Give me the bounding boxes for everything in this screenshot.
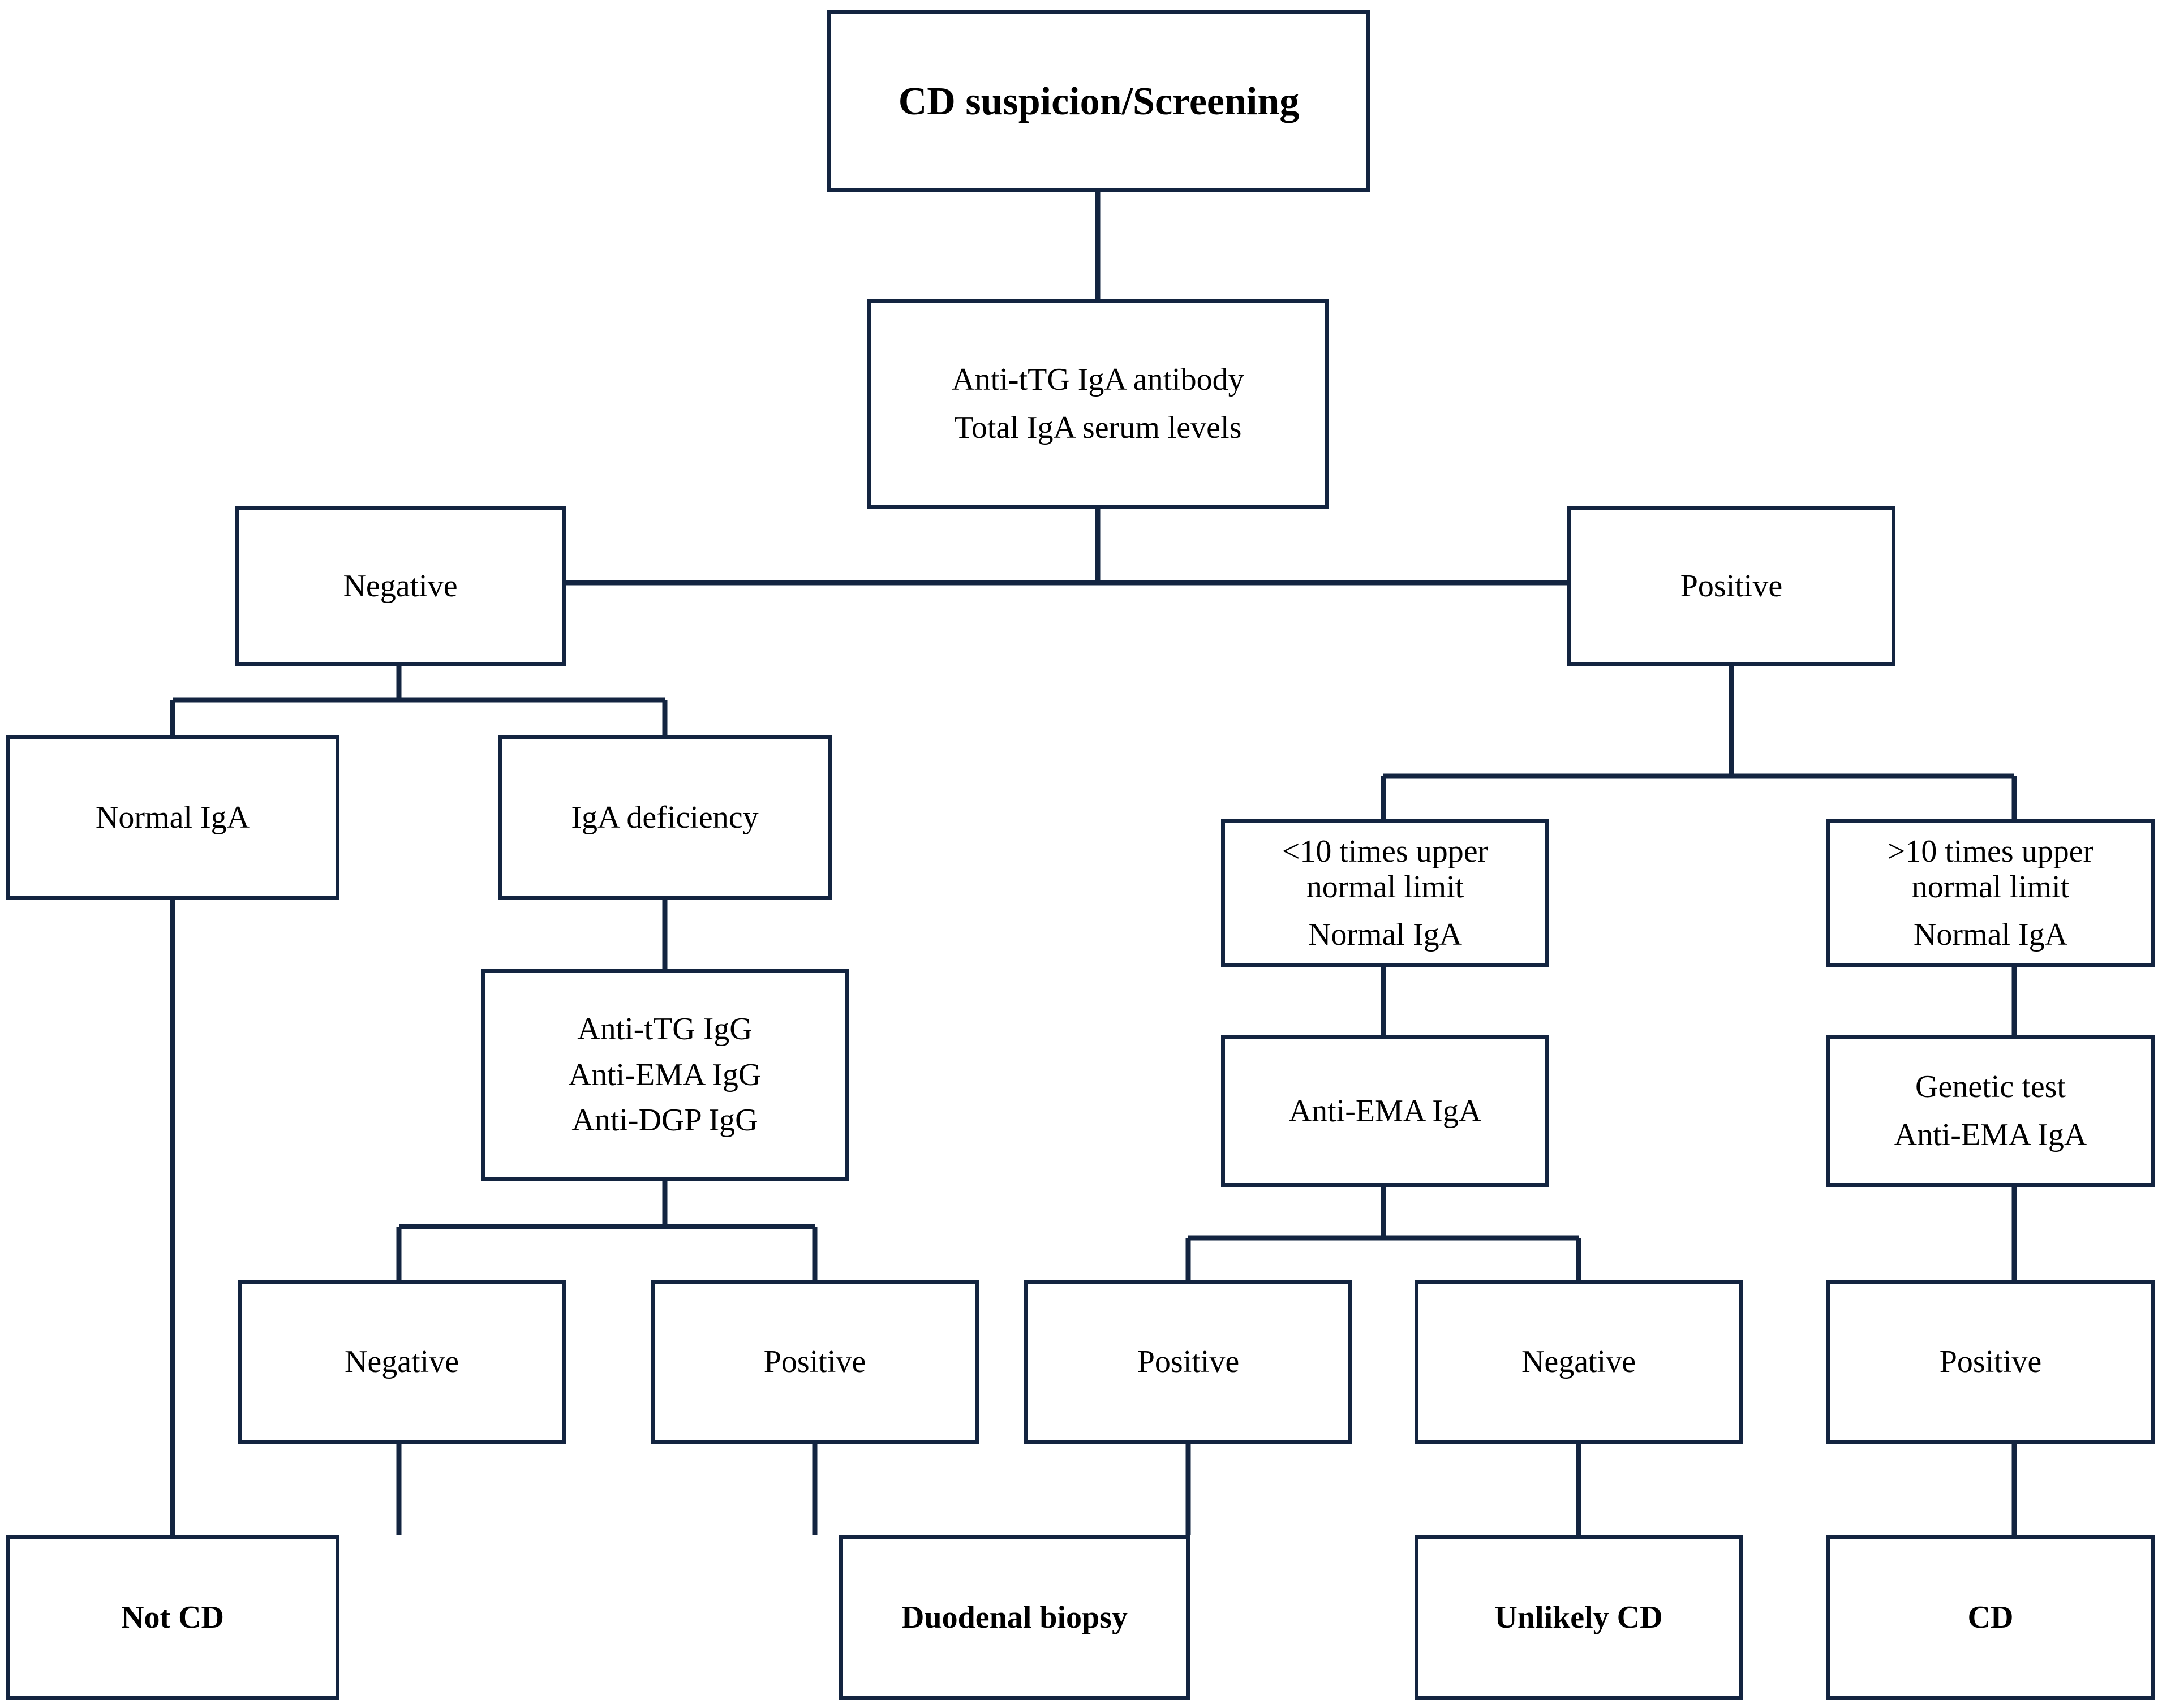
node-outcome-cd[interactable]: CD [1826, 1535, 2155, 1700]
node-label-line-3: Anti-DGP IgG [571, 1103, 758, 1138]
node-label: Positive [1680, 569, 1783, 604]
node-label: CD suspicion/Screening [898, 79, 1300, 123]
node-label: Negative [1521, 1344, 1636, 1379]
node-cd-suspicion-screening[interactable]: CD suspicion/Screening [827, 10, 1370, 192]
node-label-line-1: <10 times upper [1282, 833, 1489, 869]
node-igg-positive[interactable]: Positive [651, 1280, 979, 1444]
node-label-line-2: normal limit [1306, 869, 1464, 905]
node-iga-deficiency[interactable]: IgA deficiency [498, 735, 832, 900]
node-serology-negative[interactable]: Negative [235, 506, 566, 666]
node-label: Positive [1137, 1344, 1240, 1379]
node-serology-positive[interactable]: Positive [1567, 506, 1895, 666]
node-genetic-positive[interactable]: Positive [1826, 1280, 2155, 1444]
node-genetic-test[interactable]: Genetic test Anti-EMA IgA [1826, 1035, 2155, 1187]
node-outcome-not-cd[interactable]: Not CD [6, 1535, 339, 1700]
node-label: Positive [1939, 1344, 2042, 1379]
node-igg-panel[interactable]: Anti-tTG IgG Anti-EMA IgG Anti-DGP IgG [481, 969, 849, 1181]
node-greater-than-10x-uln[interactable]: >10 times upper normal limit Normal IgA [1826, 819, 2155, 967]
node-label: Negative [343, 569, 458, 604]
node-label-line-2: Total IgA serum levels [954, 410, 1242, 445]
node-label: CD [1967, 1599, 2014, 1635]
node-serology-tests[interactable]: Anti-tTG IgA antibody Total IgA serum le… [867, 299, 1329, 509]
node-label-line-3: Normal IgA [1308, 917, 1463, 953]
node-outcome-duodenal-biopsy[interactable]: Duodenal biopsy [839, 1535, 1190, 1700]
node-label: Unlikely CD [1494, 1599, 1663, 1635]
node-outcome-unlikely-cd[interactable]: Unlikely CD [1415, 1535, 1743, 1700]
node-label: Duodenal biopsy [901, 1599, 1128, 1635]
node-label-line-2: normal limit [1911, 869, 2070, 905]
node-label: Not CD [121, 1599, 224, 1635]
node-label: IgA deficiency [571, 799, 759, 835]
node-label-line-2: Anti-EMA IgG [568, 1057, 762, 1092]
node-normal-iga[interactable]: Normal IgA [6, 735, 339, 900]
node-label: Normal IgA [95, 799, 250, 835]
node-label-line-1: Anti-tTG IgA antibody [952, 362, 1244, 398]
node-label-line-1: Anti-tTG IgG [577, 1011, 753, 1047]
node-ema-positive[interactable]: Positive [1024, 1280, 1352, 1444]
node-label-line-1: Genetic test [1915, 1069, 2066, 1105]
node-label: Anti-EMA IgA [1288, 1093, 1482, 1129]
node-label: Negative [344, 1344, 459, 1379]
node-label-line-3: Normal IgA [1913, 917, 2068, 953]
node-less-than-10x-uln[interactable]: <10 times upper normal limit Normal IgA [1221, 819, 1549, 967]
node-label-line-2: Anti-EMA IgA [1894, 1117, 2087, 1152]
node-igg-negative[interactable]: Negative [238, 1280, 566, 1444]
node-label: Positive [763, 1344, 866, 1379]
node-anti-ema-iga[interactable]: Anti-EMA IgA [1221, 1035, 1549, 1187]
node-label-line-1: >10 times upper [1887, 833, 2094, 869]
node-ema-negative[interactable]: Negative [1415, 1280, 1743, 1444]
